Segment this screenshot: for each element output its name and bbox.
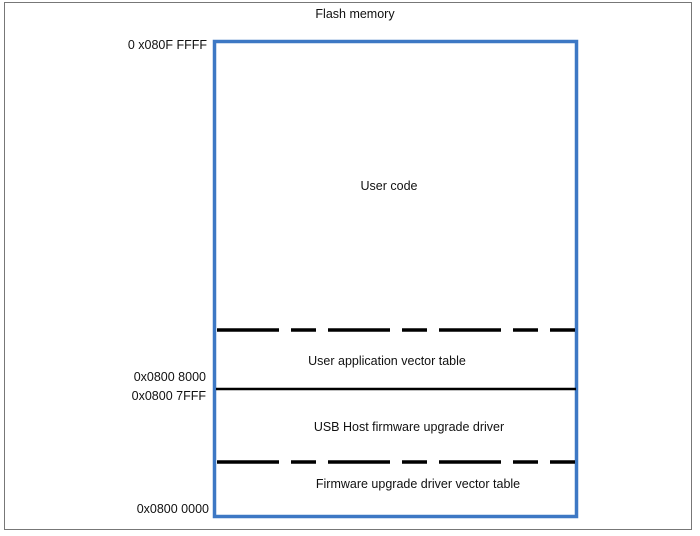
region-driver-vector-table: Firmware upgrade driver vector table [315,477,521,491]
address-base: 0x0800 0000 [136,502,209,516]
region-user-vector-table: User application vector table [308,354,466,368]
diagram-frame [4,2,692,530]
region-usb-driver: USB Host firmware upgrade driver [313,420,505,434]
flash-memory-box [212,39,579,519]
region-user-code: User code [360,179,418,193]
diagram-title: Flash memory [315,7,395,21]
address-driver-end: 0x0800 7FFF [131,389,206,403]
address-top: 0 x080F FFFF [127,38,207,52]
address-app-start: 0x0800 8000 [133,370,206,384]
